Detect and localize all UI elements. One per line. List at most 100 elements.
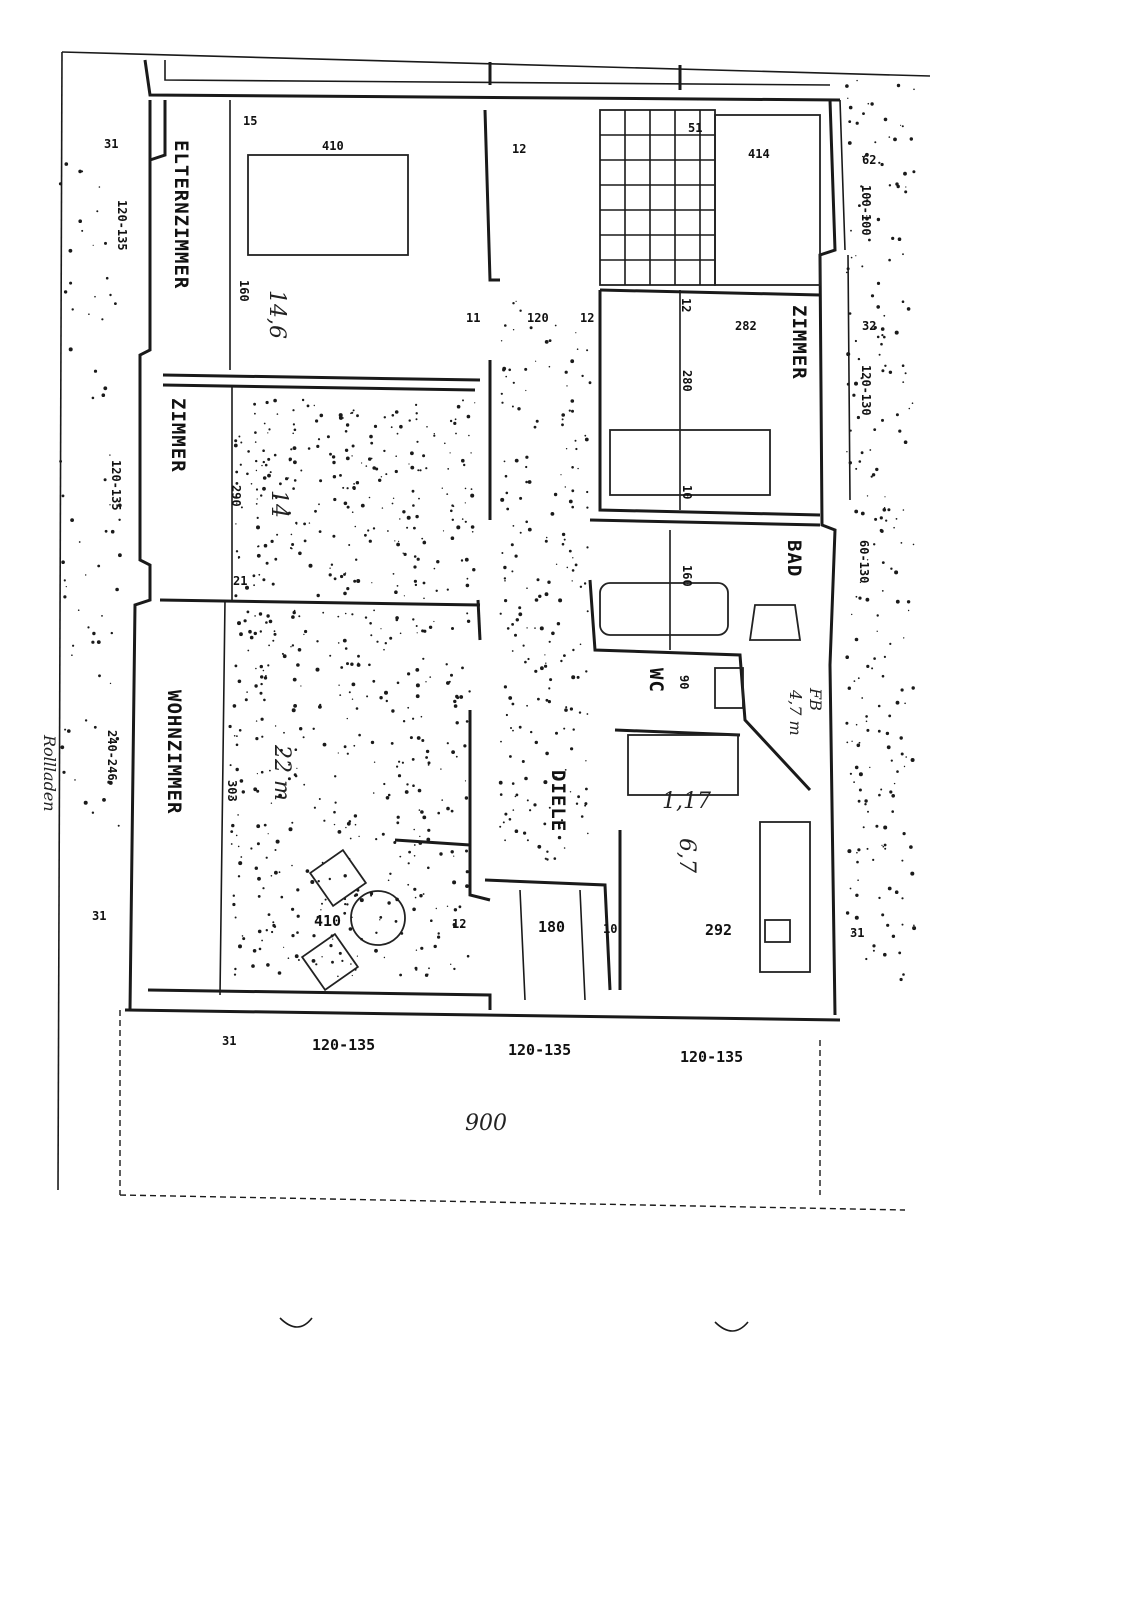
stipple-dot (464, 487, 467, 490)
stipple-dot (517, 407, 521, 411)
stipple-dot (422, 581, 426, 585)
stipple-dot (400, 932, 404, 935)
stipple-dot (273, 630, 276, 633)
stipple-dot (503, 460, 506, 463)
stipple-dot (368, 496, 371, 499)
stipple-dot (527, 657, 530, 661)
stipple-dot (297, 648, 302, 652)
stipple-dot (422, 657, 425, 660)
stipple-dot (569, 791, 572, 793)
stipple-dot (544, 654, 546, 656)
stipple-dot (403, 552, 407, 557)
stipple-dot (407, 883, 410, 886)
stipple-dot (348, 857, 351, 860)
stipple-dot (329, 452, 332, 456)
stipple-dot (430, 919, 433, 922)
stipple-dot (291, 615, 295, 619)
stipple-dot (74, 779, 76, 781)
stipple-dot (351, 613, 354, 616)
stipple-dot (398, 760, 401, 763)
stipple-dot (330, 934, 334, 938)
stipple-dot (588, 381, 592, 385)
stipple-dot (418, 809, 421, 811)
stipple-dot (328, 573, 332, 577)
stipple-dot (518, 612, 523, 617)
dim-12-top: 12 (512, 142, 526, 156)
stipple-dot (524, 776, 528, 781)
stipple-dot (545, 698, 549, 702)
stipple-dot (413, 526, 416, 530)
stipple-dot (314, 509, 317, 513)
stipple-dot (860, 511, 865, 516)
stipple-dot (109, 293, 112, 297)
stipple-dot (906, 600, 911, 604)
stipple-dot (898, 951, 902, 955)
stipple-dot (312, 727, 315, 730)
stipple-dot (454, 418, 457, 421)
stipple-dot (433, 620, 435, 623)
stipple-dot (254, 431, 257, 434)
stipple-dot (440, 768, 442, 770)
stipple-dot (396, 585, 399, 587)
stipple-dot (249, 635, 254, 640)
stipple-dot (416, 557, 420, 561)
dim-10-zimmer: 10 (680, 485, 694, 499)
stipple-dot (866, 559, 869, 561)
stipple-dot (425, 756, 428, 759)
stipple-dot (468, 434, 470, 437)
stipple-dot (500, 740, 502, 743)
stipple-dot (265, 400, 269, 405)
stipple-dot (243, 619, 247, 623)
stipple-dot (356, 888, 360, 892)
stipple-dot (406, 783, 409, 786)
stipple-dot (850, 256, 853, 259)
stipple-dot (415, 514, 419, 519)
stipple-dot (426, 426, 428, 428)
stipple-dot (875, 824, 879, 828)
stipple-dot (291, 644, 295, 647)
stipple-dot (258, 573, 261, 576)
stipple-dot (333, 577, 337, 581)
stipple-dot (514, 554, 518, 558)
stipple-dot (98, 674, 101, 678)
stipple-dot (237, 875, 241, 878)
stipple-dot (263, 543, 268, 548)
stipple-dot (501, 552, 504, 554)
stipple-dot (415, 968, 418, 971)
stipple-dot (415, 683, 420, 688)
dim-160-left: 160 (237, 280, 251, 302)
stipple-dot (368, 457, 372, 461)
stipple-dot (60, 745, 65, 750)
stipple-dot (455, 721, 459, 725)
stipple-dot (115, 737, 120, 741)
stipple-dot (902, 253, 904, 256)
stipple-dot (379, 919, 381, 921)
stipple-dot (413, 565, 417, 569)
stipple-dot (303, 522, 306, 526)
stipple-dot (433, 434, 436, 437)
stipple-dot (526, 704, 528, 707)
stipple-dot (561, 542, 565, 546)
stipple-dot (360, 937, 363, 941)
stipple-dot (381, 832, 385, 836)
stipple-dot (343, 501, 348, 506)
stipple-dot (318, 705, 322, 709)
stipple-dot (369, 434, 373, 439)
stipple-dot (332, 938, 334, 940)
stipple-dot (244, 698, 248, 702)
stipple-dot (308, 563, 313, 568)
stipple-dot (350, 963, 352, 965)
stipple-dot (278, 871, 281, 874)
stipple-dot (256, 516, 259, 520)
stipple-dot (241, 935, 244, 937)
stipple-dot (351, 974, 353, 977)
stipple-dot (577, 467, 579, 470)
stipple-dot (463, 463, 466, 467)
stipple-dot (586, 610, 589, 613)
stipple-dot (846, 352, 851, 357)
stipple-dot (72, 644, 75, 647)
stipple-dot (81, 229, 84, 232)
stipple-dot (518, 606, 522, 610)
stipple-dot (239, 779, 244, 783)
